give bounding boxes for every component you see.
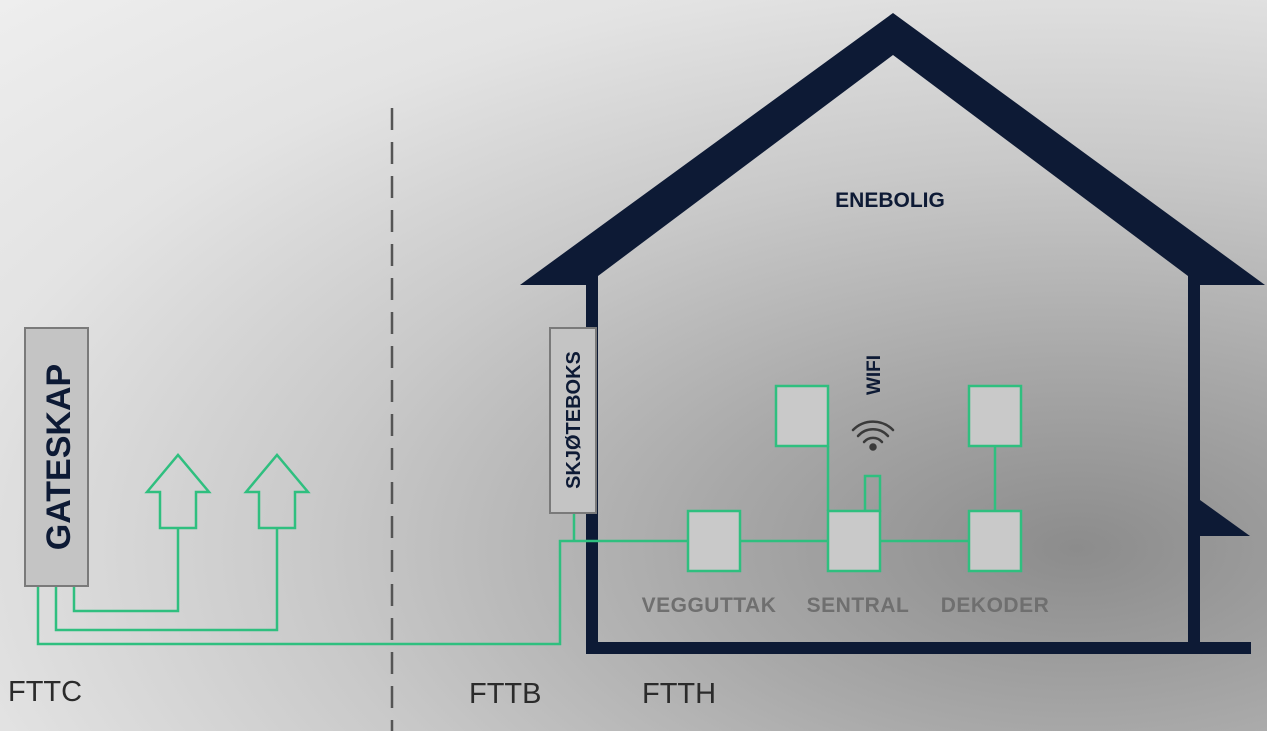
decoder-box	[967, 509, 1023, 573]
central-label: SENTRAL	[807, 594, 910, 617]
fiber-to-home	[36, 539, 688, 646]
house-label: ENEBOLIG	[835, 189, 945, 212]
fiber-branch-1	[72, 528, 180, 613]
tv-box-right	[967, 384, 1023, 448]
arrow-up-1	[144, 453, 212, 530]
router-antenna	[863, 474, 882, 513]
decoder-label: DEKODER	[941, 594, 1050, 617]
street-cabinet-label: GATESKAP	[40, 364, 78, 550]
devices	[686, 384, 1023, 573]
tv-box-left	[774, 384, 830, 448]
wall-outlet-label: VEGGUTTAK	[642, 594, 777, 617]
wifi-icon	[851, 420, 895, 451]
wifi-label: WIFI	[864, 355, 885, 395]
zone-ftth-label: FTTH	[642, 678, 716, 710]
central-box	[826, 509, 882, 573]
house-outline	[520, 13, 1265, 654]
zone-fttb-label: FTTB	[469, 678, 542, 710]
fiber-lines	[36, 446, 997, 646]
splice-box-label: SKJØTEBOKS	[563, 351, 585, 489]
splice-box	[549, 327, 597, 514]
zone-fttc-label: FTTC	[8, 676, 82, 708]
wall-outlet-box	[686, 509, 742, 573]
arrow-up-2	[243, 453, 311, 530]
street-cabinet	[24, 327, 89, 587]
fiber-branch-2	[54, 528, 279, 632]
